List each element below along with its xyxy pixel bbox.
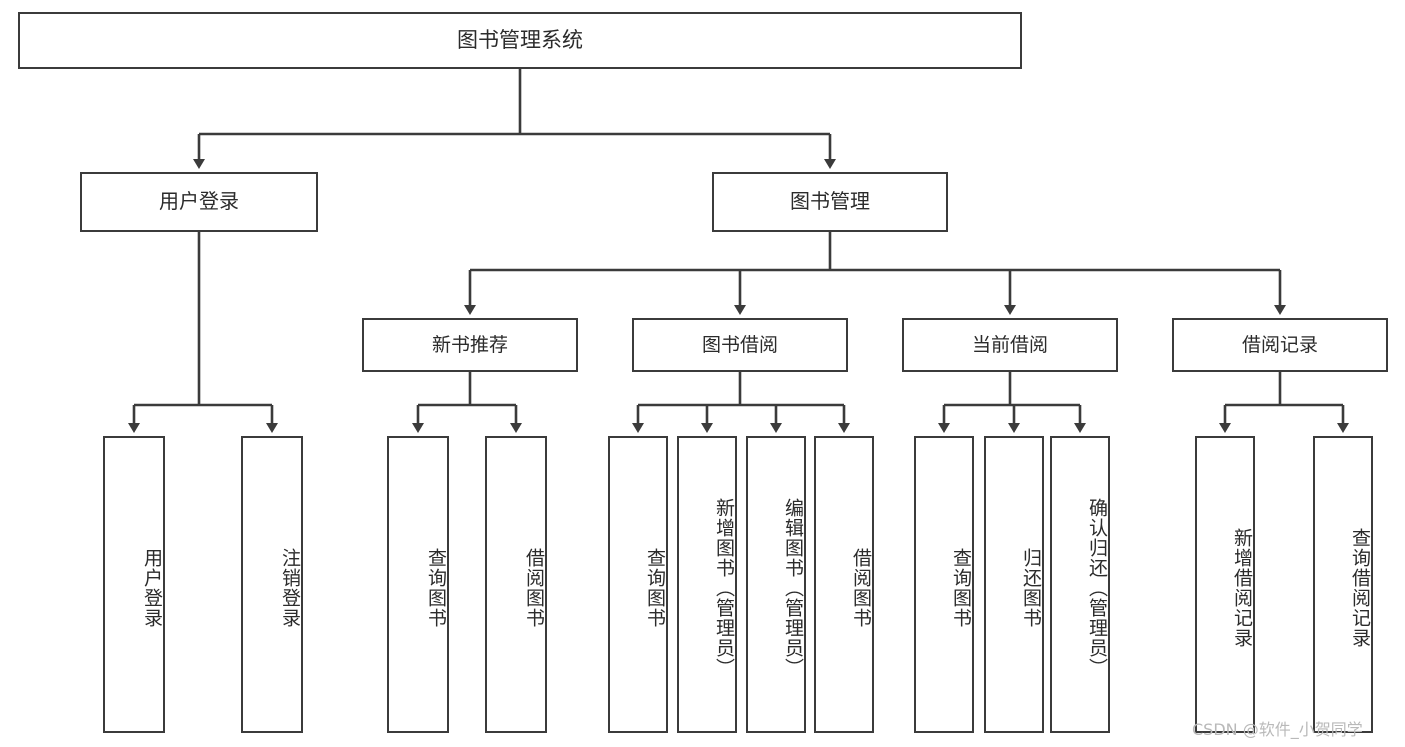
node-user-login[interactable]: 用户登录 <box>80 172 318 232</box>
node-label: 查询图书 <box>950 547 972 628</box>
node-label: 编辑图书（管理员） <box>782 497 804 678</box>
node-label: 新书推荐 <box>431 333 508 356</box>
leaf-node-borrow-book[interactable]: 借阅图书 <box>814 436 874 733</box>
leaf-node-user-login[interactable]: 用户登录 <box>103 436 165 733</box>
node-label: 借阅记录 <box>1241 333 1318 356</box>
leaf-node-borrow-book-recommend[interactable]: 借阅图书 <box>485 436 547 733</box>
node-label: 图书管理系统 <box>457 28 583 53</box>
node-label: 归还图书 <box>1020 547 1042 628</box>
node-label: 注销登录 <box>279 547 301 628</box>
node-label: 图书管理 <box>790 189 870 214</box>
csdn-watermark: CSDN @软件_小贺同学 <box>1192 720 1363 739</box>
node-label: 借阅图书 <box>850 547 872 628</box>
node-label: 新增图书（管理员） <box>713 497 735 678</box>
leaf-node-edit-book[interactable]: 编辑图书（管理员） <box>746 436 806 733</box>
leaf-node-return-book[interactable]: 归还图书 <box>984 436 1044 733</box>
leaf-node-add-book[interactable]: 新增图书（管理员） <box>677 436 737 733</box>
leaf-node-user-logout[interactable]: 注销登录 <box>241 436 303 733</box>
node-label: 确认归还（管理员） <box>1086 497 1108 678</box>
node-label: 借阅图书 <box>523 547 545 628</box>
node-book-management[interactable]: 图书管理 <box>712 172 948 232</box>
leaf-node-query-book-recommend[interactable]: 查询图书 <box>387 436 449 733</box>
node-label: 查询图书 <box>425 547 447 628</box>
node-book-borrow[interactable]: 图书借阅 <box>632 318 848 372</box>
leaf-node-query-borrow-record[interactable]: 查询借阅记录 <box>1313 436 1373 733</box>
leaf-node-query-book-current[interactable]: 查询图书 <box>914 436 974 733</box>
leaf-node-query-book-borrow[interactable]: 查询图书 <box>608 436 668 733</box>
node-label: 用户登录 <box>141 547 163 628</box>
node-label: 新增借阅记录 <box>1231 527 1253 648</box>
node-new-book-recommend[interactable]: 新书推荐 <box>362 318 578 372</box>
node-borrow-record[interactable]: 借阅记录 <box>1172 318 1388 372</box>
leaf-node-add-borrow-record[interactable]: 新增借阅记录 <box>1195 436 1255 733</box>
node-label: 当前借阅 <box>971 333 1048 356</box>
leaf-node-confirm-return[interactable]: 确认归还（管理员） <box>1050 436 1110 733</box>
node-current-borrow[interactable]: 当前借阅 <box>902 318 1118 372</box>
node-label: 查询图书 <box>644 547 666 628</box>
node-label: 查询借阅记录 <box>1349 527 1371 648</box>
node-label: 用户登录 <box>159 189 239 214</box>
node-root-system[interactable]: 图书管理系统 <box>18 12 1022 69</box>
node-label: 图书借阅 <box>701 333 778 356</box>
